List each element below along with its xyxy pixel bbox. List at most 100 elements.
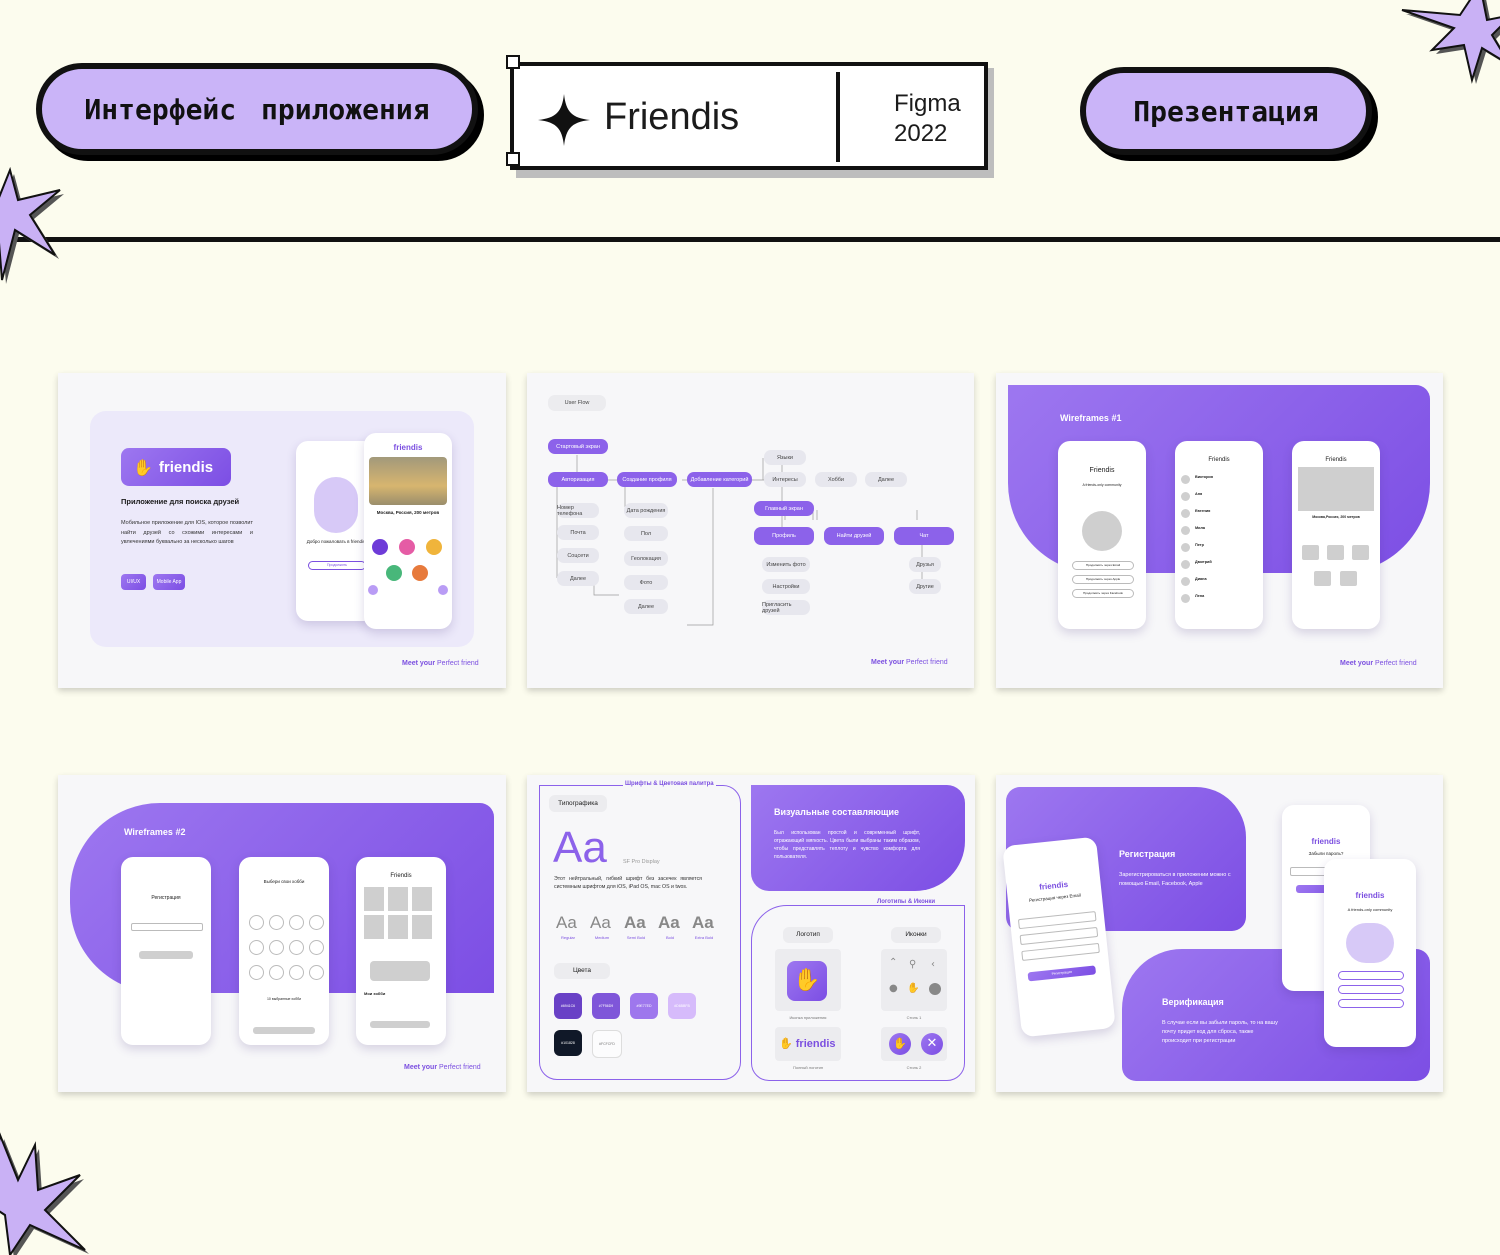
my-hobbies: Мои хобби <box>364 991 386 996</box>
full-logo-caption: Полный логотип <box>792 1065 824 1070</box>
wireframes-2-title: Wireframes #2 <box>124 827 186 837</box>
node-next-1: Далее <box>557 571 599 586</box>
wireframe-phone-hobby: Выбери свои хобби 10 выбранные хобби <box>239 857 329 1045</box>
close-icon[interactable] <box>368 585 378 595</box>
chat-name[interactable]: Петр <box>1195 543 1204 547</box>
tagline-bold: Meet your <box>1340 660 1374 667</box>
s1-title: Приложение для поиска друзей <box>121 497 240 506</box>
color-swatch: #D6BBFB <box>668 993 696 1019</box>
hobby-circle[interactable] <box>269 940 284 955</box>
phone-continue-button[interactable]: Продолжить <box>308 561 366 570</box>
node-geo: Геолокация <box>624 551 668 566</box>
logos-icons-label: Логотипы & Иконки <box>875 899 938 905</box>
chat-avatar <box>1181 543 1190 552</box>
star-icon <box>0 1132 89 1255</box>
friend-title: Friendis <box>390 873 412 879</box>
hobby-circle[interactable] <box>309 940 324 955</box>
weight-sample: Aa <box>556 913 577 932</box>
chat-name[interactable]: Дмитрий <box>1195 560 1212 564</box>
p2-sub: Забыли пароль? <box>1308 851 1344 856</box>
verification-desc: В случае если вы забыли пароль, то на ва… <box>1162 1020 1278 1044</box>
slide-wireframes-2: Wireframes #2 Регистрация Выбери свои хо… <box>58 775 506 1092</box>
color-swatch: #9E77ED <box>630 993 658 1019</box>
tagline: Perfect friend <box>906 659 948 666</box>
chat-name[interactable]: Виктория <box>1195 475 1213 479</box>
visual-desc: Был использован простой и современный шр… <box>774 830 920 860</box>
slide-registration: Регистрация Зарегистрироваться в приложе… <box>996 775 1443 1092</box>
hobby-circle[interactable] <box>249 915 264 930</box>
font-desc: Этот нейтральный, гибкий шрифт без засеч… <box>554 876 702 890</box>
full-logo-text: friendis <box>795 1038 836 1050</box>
hobby-circle[interactable] <box>249 965 264 980</box>
tagline-bold: Meet your <box>402 660 436 667</box>
chevron-up-icon: ⌃ <box>889 957 898 968</box>
node-phone: Номер телефона <box>557 503 599 518</box>
email-button[interactable]: Продолжить через Email <box>1072 561 1134 570</box>
p3-sub: A friends-only community <box>1347 907 1393 912</box>
apple-button-label: Продолжить через Apple <box>1085 577 1121 581</box>
chat-name[interactable]: Мила <box>1195 526 1206 530</box>
hobby-circle[interactable] <box>309 965 324 980</box>
node-others: Другие <box>909 579 941 594</box>
hand-icon: ✋ <box>133 457 153 477</box>
node-profile: Профиль <box>754 527 814 545</box>
chat-name[interactable]: Аня <box>1195 492 1203 496</box>
hobby-circle[interactable] <box>289 965 304 980</box>
chat-avatar <box>1181 577 1190 586</box>
interface-pill: Интерфейс приложения <box>36 63 478 155</box>
node-mail: Почта <box>557 525 599 540</box>
visual-title: Визуальные составляющие <box>774 807 900 817</box>
facebook-button[interactable]: Продолжить через Facebook <box>1072 589 1134 598</box>
wireframe-phone-register: Регистрация <box>121 857 211 1045</box>
full-logo: ✋ friendis <box>779 1037 836 1050</box>
typography-label: Типографика <box>549 795 607 812</box>
logo-name: Friendis <box>604 96 740 138</box>
wireframe-phone-3: Friendis Москва,Россия, 200 метров <box>1292 441 1380 629</box>
chat-name[interactable]: Евгения <box>1195 509 1211 513</box>
chat-name[interactable]: Лена <box>1195 594 1205 598</box>
node-friends: Друзья <box>909 557 941 572</box>
register-button[interactable]: Регистрация <box>1027 965 1097 982</box>
hobby-circle[interactable] <box>269 915 284 930</box>
wireframes-1-title: Wireframes #1 <box>1060 413 1122 423</box>
node-start: Стартовый экран <box>548 439 608 454</box>
fonts-palette-label: Шрифты & Цветовая палитра <box>623 781 716 787</box>
app-icon: ✋ <box>787 961 827 1001</box>
phone-welcome: Добро пожаловать в friendis Продолжить <box>296 441 376 621</box>
hobby-circle[interactable] <box>249 940 264 955</box>
colors-label: Цвета <box>554 963 610 979</box>
phone-profile: friendis Москва, Россия, 200 метров <box>364 433 452 629</box>
node-next-3: Далее <box>865 472 907 487</box>
node-auth: Авторизация <box>548 472 608 487</box>
chat-name[interactable]: Диана <box>1195 577 1207 581</box>
presentation-pill-label: Презентация <box>1133 94 1319 128</box>
p1-sub: A friends-only community <box>1082 483 1122 487</box>
hobby-circle[interactable] <box>289 915 304 930</box>
register-title: Регистрация <box>151 895 181 901</box>
p2-brand: friendis <box>1311 837 1341 846</box>
font-name: SF Pro Display <box>623 859 660 865</box>
logo-tool: Figma <box>894 90 961 117</box>
app-icon-caption: Иконка приложения <box>789 1015 827 1020</box>
weight-label: Medium <box>594 935 610 940</box>
hobby-circle[interactable] <box>309 915 324 930</box>
header-divider <box>0 237 1500 242</box>
weight-label: Semi Bold <box>626 935 646 940</box>
logo-box: Friendis Figma 2022 <box>510 62 988 170</box>
node-main: Главный экран <box>754 501 814 516</box>
next-icon[interactable] <box>438 585 448 595</box>
presentation-pill: Презентация <box>1080 67 1372 155</box>
apple-button[interactable]: Продолжить через Apple <box>1072 575 1134 584</box>
hobby-circle[interactable] <box>269 965 284 980</box>
node-social: Соцсети <box>557 548 599 563</box>
tagline: Perfect friend <box>1375 660 1417 667</box>
hand-icon: ✋ <box>779 1038 793 1050</box>
close-circle-icon: ✕ <box>921 1033 943 1055</box>
sparkle-icon <box>538 94 590 146</box>
node-create-profile: Создание профиля <box>617 472 677 487</box>
node-edit-photo: Изменить фото <box>762 557 810 572</box>
node-chat: Чат <box>894 527 954 545</box>
brand-text: friendis <box>158 458 214 476</box>
hobby-circle[interactable] <box>289 940 304 955</box>
